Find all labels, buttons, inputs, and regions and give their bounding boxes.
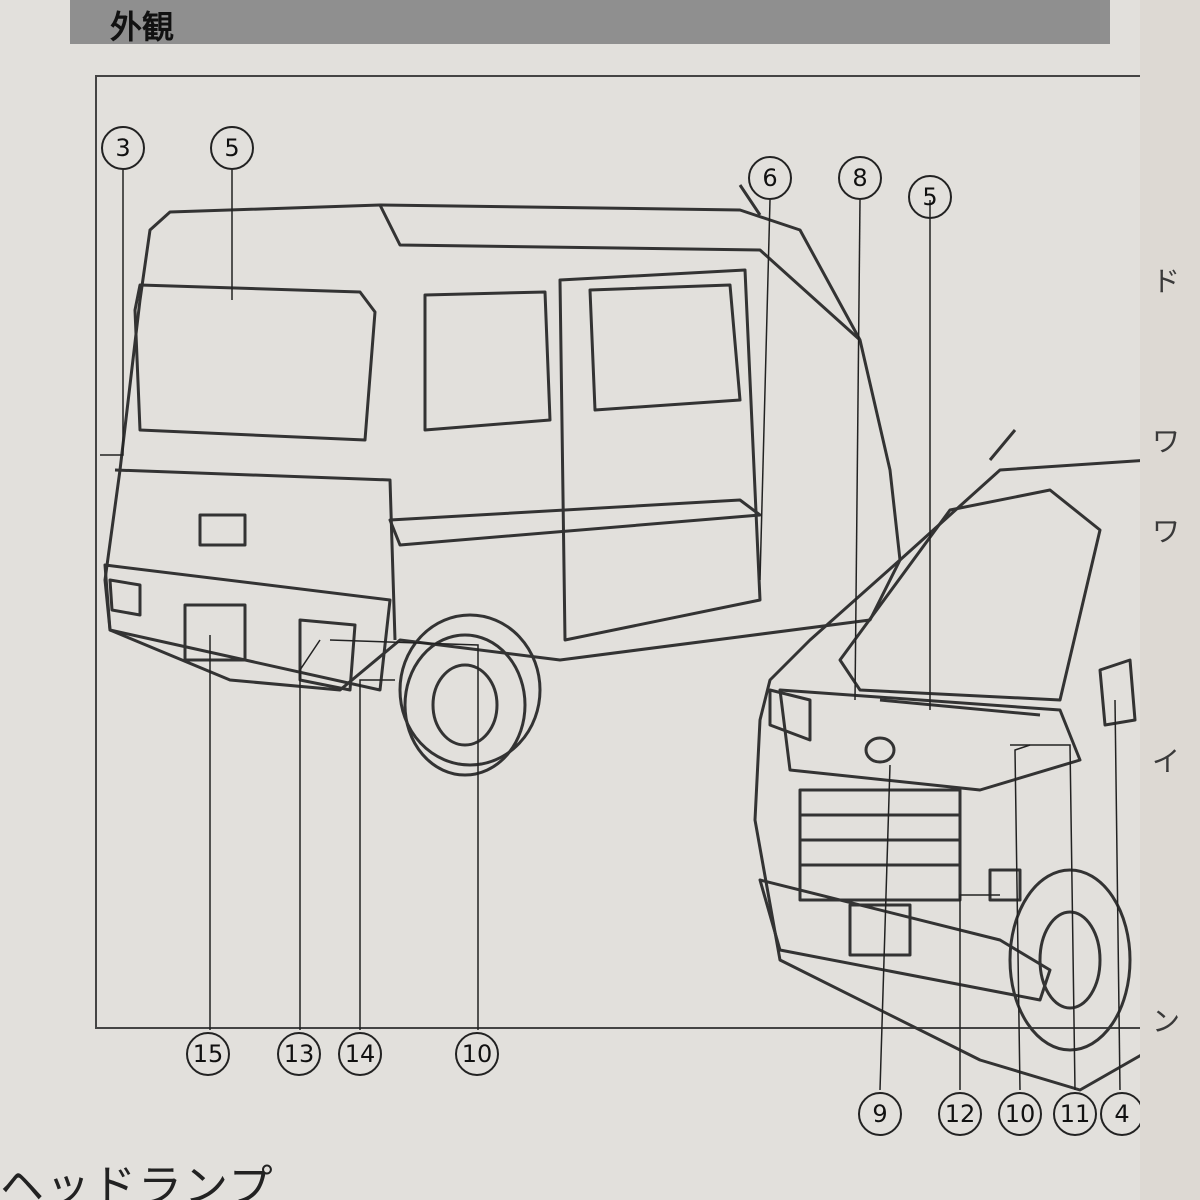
callout-13: 13 <box>277 1032 321 1076</box>
callout-5-front: 5 <box>908 175 952 219</box>
section-title: 外観 <box>110 8 175 46</box>
leader-9 <box>879 764 891 1091</box>
wiper <box>879 698 1041 717</box>
front-van-body <box>753 458 1150 1092</box>
callout-15: 15 <box>186 1032 230 1076</box>
rear-reflector <box>298 618 357 692</box>
section-header-bar <box>70 0 1110 44</box>
tail-lamp <box>108 578 142 617</box>
leader-10-rear <box>329 639 479 1030</box>
leader-11 <box>1010 744 1076 1091</box>
callout-3: 3 <box>101 126 145 170</box>
side-char-1: ド <box>1152 265 1181 298</box>
front-wheel <box>1008 868 1132 1052</box>
sliding-door <box>558 268 762 642</box>
callout-14: 14 <box>338 1032 382 1076</box>
side-char-5: ン <box>1152 1005 1181 1038</box>
side-window-1 <box>423 290 552 432</box>
headlamp-heading: ヘッドランプ <box>0 1161 275 1200</box>
rear-window <box>133 283 377 442</box>
rear-bumper <box>103 563 392 692</box>
callout-10-rear: 10 <box>455 1032 499 1076</box>
rear-handle <box>198 513 247 547</box>
headlamp <box>768 688 812 742</box>
side-trim <box>388 498 762 547</box>
rear-wheel-hub <box>431 663 499 747</box>
callout-5-rear: 5 <box>210 126 254 170</box>
rear-wheel <box>403 633 527 777</box>
rear-wheel-arch <box>398 613 542 767</box>
callout-6: 6 <box>748 156 792 200</box>
side-mirror <box>1098 658 1137 727</box>
windshield <box>838 488 1102 702</box>
front-emblem <box>864 736 896 764</box>
callout-11: 11 <box>1053 1092 1097 1136</box>
hood <box>778 688 1082 792</box>
leader-4 <box>1114 699 1121 1091</box>
leader-10-front <box>1014 744 1031 1091</box>
vehicle-exterior-illustration <box>100 170 1150 1092</box>
rear-gate-line <box>114 468 397 641</box>
rear-van-roofline <box>378 204 862 342</box>
leader-8 <box>854 199 861 701</box>
front-wheel-hub <box>1038 910 1102 1010</box>
rear-van-body <box>103 203 902 692</box>
leader-13 <box>299 639 321 1030</box>
fog-lamp-right <box>988 868 1022 902</box>
license-plate-front <box>848 903 912 957</box>
leader-12 <box>959 894 1000 1090</box>
antenna-rear <box>738 184 762 216</box>
illustration-frame <box>95 75 1172 1029</box>
callout-12: 12 <box>938 1092 982 1136</box>
front-bumper <box>758 878 1052 1002</box>
antenna-front <box>988 429 1017 461</box>
license-plate-rear <box>183 603 247 662</box>
manual-page: 外観 <box>0 0 1172 1200</box>
leader-6 <box>759 199 771 581</box>
leader-3 <box>100 170 124 456</box>
adjacent-page-edge: ド ワ ワ イ ン <box>1140 0 1200 1200</box>
side-window-2 <box>588 283 742 412</box>
side-char-2: ワ <box>1152 425 1181 458</box>
callout-10-front: 10 <box>998 1092 1042 1136</box>
side-char-4: イ <box>1152 745 1181 778</box>
callout-9: 9 <box>858 1092 902 1136</box>
callout-8: 8 <box>838 156 882 200</box>
side-char-3: ワ <box>1152 515 1181 548</box>
front-grille <box>798 788 962 902</box>
leader-14 <box>359 679 395 1030</box>
callout-4: 4 <box>1100 1092 1144 1136</box>
